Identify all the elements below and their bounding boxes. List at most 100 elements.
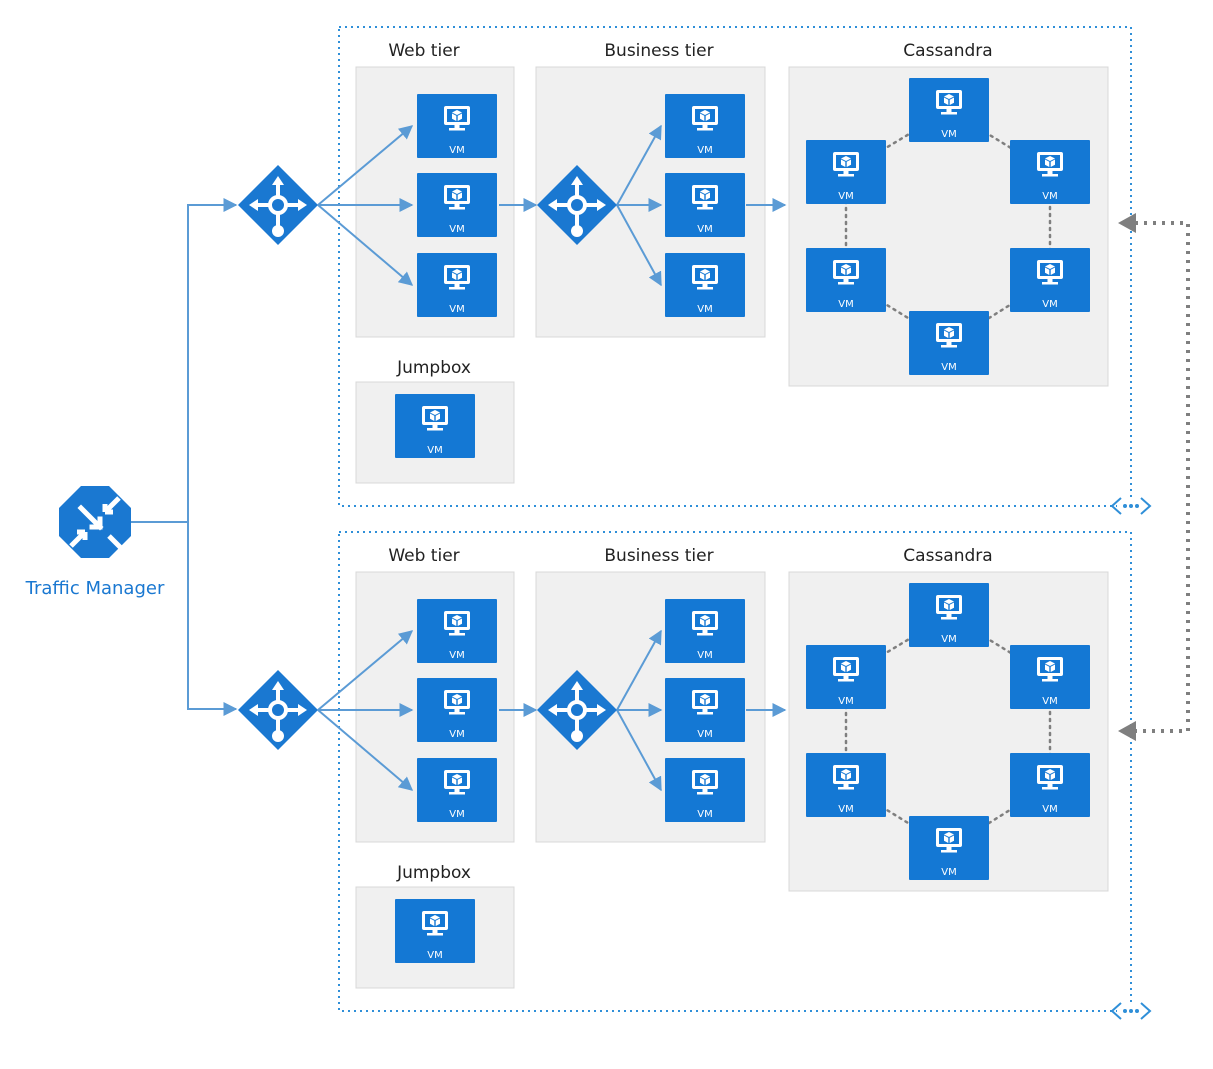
traffic-flow-arrow bbox=[317, 630, 414, 711]
vm-node[interactable]: VM bbox=[417, 173, 497, 237]
vm-label: VM bbox=[838, 804, 853, 815]
vm-node[interactable]: VM bbox=[417, 253, 497, 317]
vm-node[interactable]: VM bbox=[1010, 140, 1090, 204]
replication-arrow-head bbox=[1118, 721, 1136, 741]
vm-node[interactable]: VM bbox=[395, 899, 475, 963]
virtual-machine-icon bbox=[422, 406, 448, 431]
vm-label: VM bbox=[838, 696, 853, 707]
vm-node[interactable]: VM bbox=[806, 248, 886, 312]
vm-node[interactable]: VM bbox=[909, 78, 989, 142]
vm-label: VM bbox=[941, 362, 956, 373]
jumpbox-label: Jumpbox bbox=[396, 863, 471, 883]
traffic-flow-arrow bbox=[616, 204, 662, 287]
vm-node[interactable]: VM bbox=[665, 599, 745, 663]
virtual-machine-icon bbox=[444, 770, 470, 795]
cassandra-label: Cassandra bbox=[903, 41, 992, 61]
cassandra-replication-link bbox=[1135, 221, 1190, 733]
load-balancer-icon[interactable] bbox=[238, 670, 318, 750]
virtual-machine-icon bbox=[833, 765, 859, 790]
vm-label: VM bbox=[697, 224, 712, 235]
vm-node[interactable]: VM bbox=[909, 311, 989, 375]
vm-node[interactable]: VM bbox=[665, 678, 745, 742]
load-balancer-icon[interactable] bbox=[238, 165, 318, 245]
virtual-machine-icon bbox=[1037, 260, 1063, 285]
vm-node[interactable]: VM bbox=[665, 758, 745, 822]
traffic-manager-icon[interactable] bbox=[59, 486, 131, 558]
virtual-machine-icon bbox=[444, 106, 470, 131]
traffic-flow-arrow bbox=[616, 629, 662, 711]
virtual-machine-icon bbox=[936, 90, 962, 115]
vm-label: VM bbox=[838, 191, 853, 202]
virtual-machine-icon bbox=[444, 690, 470, 715]
virtual-machine-icon bbox=[936, 323, 962, 348]
load-balancer-icon[interactable] bbox=[537, 165, 617, 245]
vm-label: VM bbox=[697, 145, 712, 156]
vm-label: VM bbox=[449, 145, 464, 156]
vm-label: VM bbox=[697, 650, 712, 661]
vm-node[interactable]: VM bbox=[1010, 645, 1090, 709]
vnet-icon bbox=[1110, 497, 1152, 515]
virtual-machine-icon bbox=[833, 657, 859, 682]
traffic-manager-link bbox=[187, 522, 238, 716]
vm-node[interactable]: VM bbox=[1010, 753, 1090, 817]
traffic-flow-arrow bbox=[317, 204, 414, 286]
virtual-machine-icon bbox=[422, 911, 448, 936]
vm-label: VM bbox=[449, 650, 464, 661]
replication-arrow-head bbox=[1118, 213, 1136, 233]
vm-label: VM bbox=[697, 809, 712, 820]
virtual-machine-icon bbox=[692, 265, 718, 290]
vm-node[interactable]: VM bbox=[665, 253, 745, 317]
vm-node[interactable]: VM bbox=[665, 173, 745, 237]
traffic-manager-link bbox=[131, 198, 238, 523]
virtual-machine-icon bbox=[1037, 657, 1063, 682]
vm-node[interactable]: VM bbox=[909, 583, 989, 647]
vm-node[interactable]: VM bbox=[417, 678, 497, 742]
jumpbox-label: Jumpbox bbox=[396, 358, 471, 378]
virtual-machine-icon bbox=[936, 595, 962, 620]
vm-label: VM bbox=[449, 809, 464, 820]
vnet-icon bbox=[1110, 1002, 1152, 1020]
vm-label: VM bbox=[427, 445, 442, 456]
cassandra-label: Cassandra bbox=[903, 546, 992, 566]
vm-node[interactable]: VM bbox=[1010, 248, 1090, 312]
virtual-machine-icon bbox=[833, 260, 859, 285]
vm-node[interactable]: VM bbox=[395, 394, 475, 458]
vm-node[interactable]: VM bbox=[417, 94, 497, 158]
vnet-boundary bbox=[338, 531, 1132, 1012]
vm-node[interactable]: VM bbox=[806, 645, 886, 709]
vm-node[interactable]: VM bbox=[417, 599, 497, 663]
virtual-machine-icon bbox=[444, 185, 470, 210]
virtual-machine-icon bbox=[692, 611, 718, 636]
traffic-flow-arrow bbox=[616, 709, 662, 792]
virtual-machine-icon bbox=[692, 690, 718, 715]
virtual-machine-icon bbox=[444, 265, 470, 290]
traffic-flow-arrow bbox=[616, 124, 662, 206]
vm-label: VM bbox=[941, 867, 956, 878]
vm-label: VM bbox=[1042, 299, 1057, 310]
vm-node[interactable]: VM bbox=[665, 94, 745, 158]
web-tier-label: Web tier bbox=[388, 546, 459, 566]
vm-label: VM bbox=[449, 304, 464, 315]
business-tier-label: Business tier bbox=[604, 41, 713, 61]
vm-label: VM bbox=[449, 729, 464, 740]
virtual-machine-icon bbox=[692, 106, 718, 131]
vnet-boundary bbox=[338, 26, 1132, 507]
vm-label: VM bbox=[1042, 696, 1057, 707]
vm-label: VM bbox=[1042, 804, 1057, 815]
vm-node[interactable]: VM bbox=[806, 753, 886, 817]
vm-label: VM bbox=[427, 950, 442, 961]
virtual-machine-icon bbox=[833, 152, 859, 177]
virtual-machine-icon bbox=[1037, 765, 1063, 790]
traffic-manager-label: Traffic Manager bbox=[25, 578, 165, 599]
vm-label: VM bbox=[697, 729, 712, 740]
load-balancer-icon[interactable] bbox=[537, 670, 617, 750]
vm-node[interactable]: VM bbox=[909, 816, 989, 880]
virtual-machine-icon bbox=[1037, 152, 1063, 177]
vm-node[interactable]: VM bbox=[806, 140, 886, 204]
vm-node[interactable]: VM bbox=[417, 758, 497, 822]
virtual-machine-icon bbox=[444, 611, 470, 636]
virtual-machine-icon bbox=[692, 770, 718, 795]
